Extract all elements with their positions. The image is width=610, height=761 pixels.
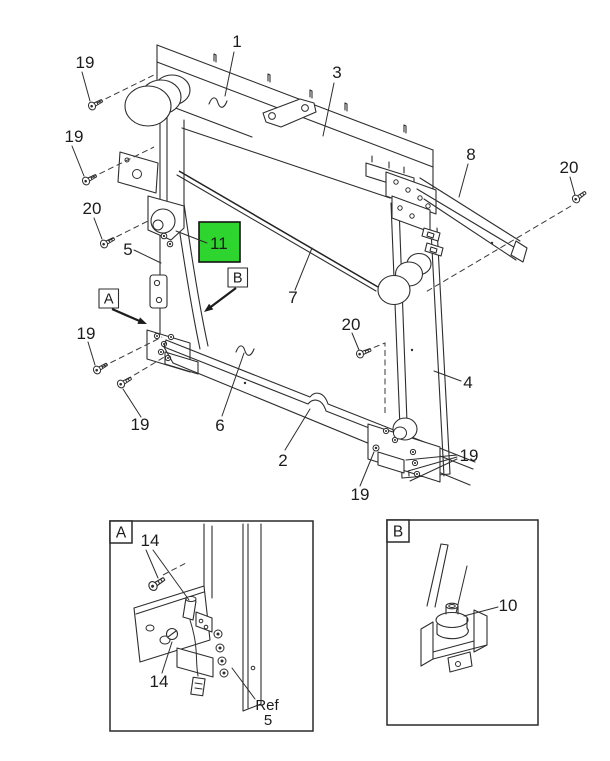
callout-leaders	[71, 51, 576, 487]
ref-label: Ref	[255, 697, 279, 714]
top-crossmember	[156, 44, 434, 197]
lower-hose-port	[392, 417, 418, 441]
callout-20-middle: 20	[342, 315, 361, 334]
callout-19-lower-left-2: 19	[131, 415, 150, 434]
lower-left-bracket	[146, 329, 199, 375]
inset-detail-b: B 10	[386, 519, 539, 726]
callout-20-left: 20	[83, 199, 102, 218]
callout-5: 5	[123, 240, 132, 259]
detail-marker-b-label: B	[233, 271, 243, 287]
inset-detail-a: A	[109, 520, 314, 732]
callout-19-right: 19	[460, 446, 479, 465]
inset-a-drawing	[133, 523, 262, 712]
arrowhead	[204, 303, 214, 312]
callout-6: 6	[215, 416, 224, 435]
callout-11: 11	[210, 234, 228, 253]
dashed-leaders	[90, 73, 572, 413]
callout-14-top: 14	[141, 531, 160, 550]
left-side-channel	[117, 74, 209, 375]
arrowhead	[137, 317, 147, 324]
callout-14-bottom: 14	[150, 672, 169, 691]
upper-hose-port	[124, 74, 191, 127]
detail-marker-b: B	[204, 267, 249, 312]
callout-19-upper-left-2: 19	[65, 127, 84, 146]
callout-19-upper-left-1: 19	[76, 53, 95, 72]
callout-1: 1	[232, 32, 241, 51]
surge-tube	[178, 170, 379, 288]
break-symbol-bottom	[235, 345, 255, 356]
ref-number: 5	[264, 712, 272, 729]
callout-19-bottom: 19	[351, 485, 370, 504]
callout-2: 2	[278, 451, 287, 470]
right-support-channel	[367, 171, 451, 483]
detail-marker-a-label: A	[104, 292, 114, 308]
inset-a-title: A	[116, 525, 127, 542]
callout-3: 3	[332, 63, 341, 82]
inset-b-drawing	[420, 543, 488, 673]
callout-19-lower-left-1: 19	[77, 324, 96, 343]
clip	[421, 227, 441, 242]
support-rod	[416, 177, 528, 263]
callout-10: 10	[499, 596, 518, 615]
highlight-part-11[interactable]	[198, 221, 241, 263]
right-hose-port	[377, 252, 432, 306]
callout-4: 4	[463, 373, 472, 392]
inset-b-title: B	[393, 524, 403, 541]
callout-20-top-right: 20	[560, 158, 579, 177]
callout-8: 8	[466, 145, 475, 164]
mount-bracket-part-11	[147, 195, 185, 248]
bolt-icon	[570, 188, 589, 205]
main-assembly-drawing	[117, 44, 528, 486]
radiator-core	[176, 97, 391, 356]
detail-marker-a: A	[98, 288, 147, 324]
break-symbol-top	[208, 97, 228, 108]
callout-7: 7	[288, 288, 297, 307]
clip	[424, 242, 444, 257]
